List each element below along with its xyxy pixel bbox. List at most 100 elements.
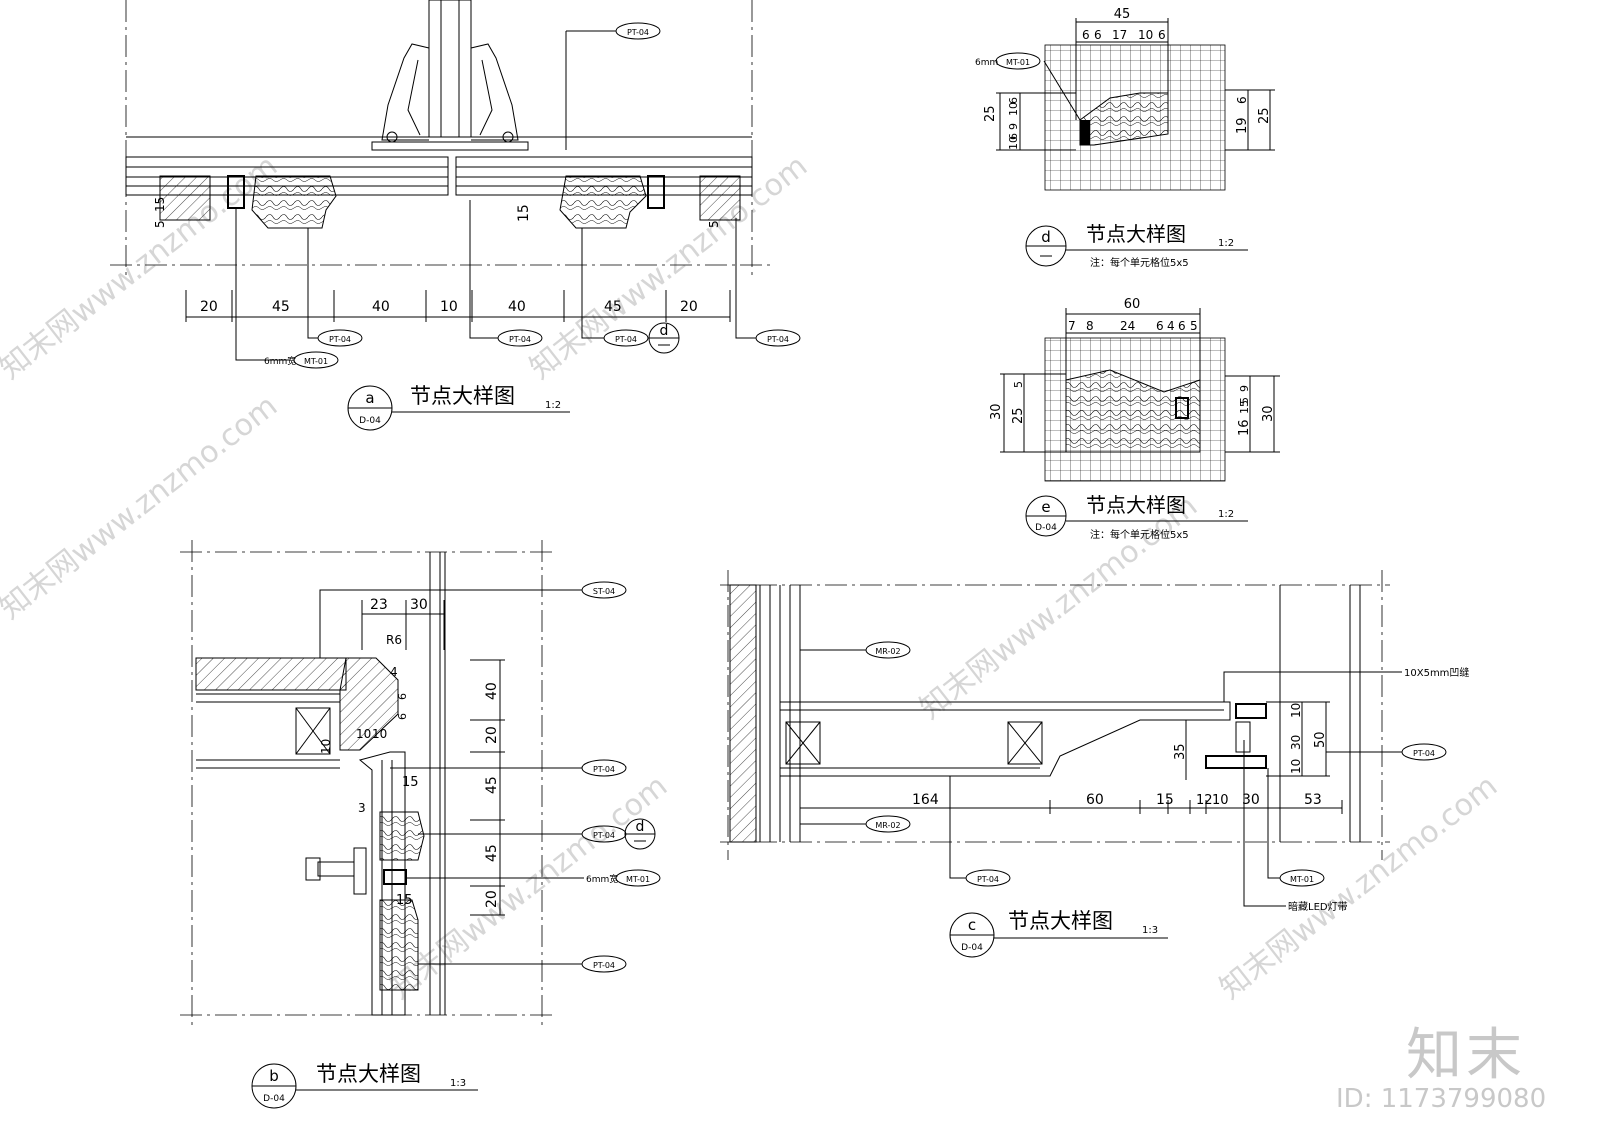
- note-text: 注：每个单元格位5x5: [1090, 528, 1189, 541]
- material-tag: MT-01: [304, 357, 328, 366]
- detail-title: 节点大样图: [1086, 493, 1186, 517]
- dimension-label: 30: [1289, 735, 1303, 750]
- dimension-label: 25: [983, 105, 998, 122]
- brand-logo: 知末: [1406, 1023, 1526, 1088]
- dimension-label: 25: [1011, 407, 1026, 424]
- detail-letter: b: [269, 1067, 279, 1085]
- material-tag: PT-04: [1413, 749, 1435, 758]
- dimension-ticks: [185, 290, 731, 322]
- material-tag: PT-04: [627, 28, 649, 37]
- dimension-label: 4: [390, 665, 398, 679]
- material-tag: ST-04: [593, 587, 615, 596]
- sheet-ref: D-04: [1035, 523, 1057, 533]
- material-tag: MT-01: [626, 875, 650, 884]
- material-tag: PT-04: [593, 961, 615, 970]
- dimension-label: 6: [1094, 28, 1102, 42]
- detail-letter: a: [365, 389, 374, 407]
- dimension-label: 15: [396, 893, 413, 908]
- dimension-label: 60: [1086, 792, 1104, 808]
- detail-scale: 1:3: [1142, 925, 1158, 936]
- dimension-label: 15: [1238, 400, 1251, 414]
- dimension-label: 6: [1178, 319, 1186, 333]
- dimension-label: 20: [484, 726, 500, 744]
- detail-title: 节点大样图: [316, 1062, 421, 1086]
- note-text: 暗藏LED灯带: [1288, 900, 1348, 913]
- detail-c: 164 60 15 12 10 30 53 35 10 30 50 10 MR-…: [720, 570, 1469, 958]
- note-text: 6mm宽: [586, 873, 618, 885]
- dimension-label: 6: [1007, 97, 1020, 104]
- dimension-label: 6: [396, 713, 409, 720]
- watermark-text: 知末网www.znzmo.com: [913, 488, 1204, 726]
- note-text: 6mm宽: [264, 355, 296, 367]
- material-tag: PT-04: [977, 875, 999, 884]
- detail-b: 23 30 R6 4 6 6 10 10 40 20 10 15 45 3 45…: [180, 540, 661, 1109]
- dimension-label: 5: [1012, 381, 1025, 388]
- detail-scale: 1:3: [450, 1078, 466, 1089]
- material-tag: PT-04: [329, 335, 351, 344]
- material-tag: PT-04: [615, 335, 637, 344]
- dimension-label: 23: [370, 597, 388, 613]
- dimension-label: 10: [1289, 759, 1303, 774]
- material-tag: PT-04: [593, 765, 615, 774]
- sheet-ref: D-04: [263, 1094, 285, 1104]
- detail-letter: c: [968, 916, 976, 934]
- dimension-label: 30: [1261, 405, 1276, 422]
- dimension-label: 10: [1007, 136, 1020, 150]
- dimension-label: 40: [484, 682, 500, 700]
- dimension-label: 6: [1235, 96, 1249, 104]
- dimension-label: 45: [1114, 7, 1131, 22]
- dimension-label: 20: [484, 890, 500, 908]
- dimension-label: 5: [1190, 319, 1198, 333]
- dimension-label: 10: [372, 727, 387, 741]
- detail-a: 20 45 40 10 40 45 20 15 5 5 15 PT-04 PT-…: [110, 0, 801, 431]
- dimension-label: 5: [707, 220, 721, 228]
- dimension-label: 20: [200, 299, 218, 315]
- dimension-label: 6: [396, 693, 409, 700]
- detail-title: 节点大样图: [1086, 222, 1186, 246]
- brand-id: ID: 1173799080: [1336, 1084, 1547, 1114]
- dimension-label: 5: [1238, 397, 1251, 404]
- material-tag: MR-02: [875, 647, 900, 656]
- dimension-label: 6: [1158, 28, 1166, 42]
- material-tag: PT-04: [767, 335, 789, 344]
- dimension-label: 30: [989, 403, 1004, 420]
- detail-ref-bubble: d: [636, 819, 645, 835]
- dimension-label: 10: [1007, 102, 1020, 116]
- dimension-label: 17: [1112, 28, 1127, 42]
- dimension-label: 10: [319, 739, 333, 754]
- note-text: 6mm: [975, 58, 998, 68]
- dimension-label: 12: [1196, 793, 1213, 808]
- dimension-label: 45: [272, 299, 290, 315]
- sheet-ref: D-04: [961, 943, 983, 953]
- dimension-label: 25: [1257, 107, 1272, 124]
- detail-d: 45 6 6 17 10 6 25 6 10 9 6 10 19 6 25 MT…: [975, 7, 1275, 269]
- dimension-label: 19: [1235, 117, 1250, 134]
- dimension-label: 45: [604, 299, 622, 315]
- detail-letter: e: [1041, 498, 1050, 516]
- dimension-label: 10: [440, 299, 458, 315]
- dimension-label: 20: [680, 299, 698, 315]
- dimension-label: 15: [153, 197, 167, 212]
- dimension-label: 35: [1173, 743, 1188, 760]
- dimension-label: 16: [1237, 419, 1252, 436]
- dimension-label: 3: [358, 801, 366, 815]
- dimension-label: 10: [1212, 793, 1229, 808]
- dimension-label: 24: [1120, 319, 1135, 333]
- dimension-label: 30: [1242, 792, 1260, 808]
- dimension-label: 10: [1138, 28, 1153, 42]
- detail-scale: 1:2: [545, 400, 561, 411]
- note-text: 10X5mm凹缝: [1404, 666, 1469, 679]
- dimension-label: 9: [1238, 385, 1251, 392]
- detail-scale: 1:2: [1218, 509, 1234, 520]
- dimension-label: 15: [1156, 792, 1174, 808]
- dimension-label: 6: [1082, 28, 1090, 42]
- dimension-label: 15: [402, 775, 419, 790]
- dimension-label: 5: [153, 220, 167, 228]
- dimension-label: 30: [410, 597, 428, 613]
- watermark-text: 知末网www.znzmo.com: [0, 388, 284, 626]
- detail-title: 节点大样图: [1008, 909, 1113, 933]
- watermark-text: 知末网www.znzmo.com: [0, 148, 284, 386]
- dimension-label: 45: [484, 776, 500, 794]
- dimension-label: 10: [1289, 703, 1303, 718]
- material-tag: PT-04: [509, 335, 531, 344]
